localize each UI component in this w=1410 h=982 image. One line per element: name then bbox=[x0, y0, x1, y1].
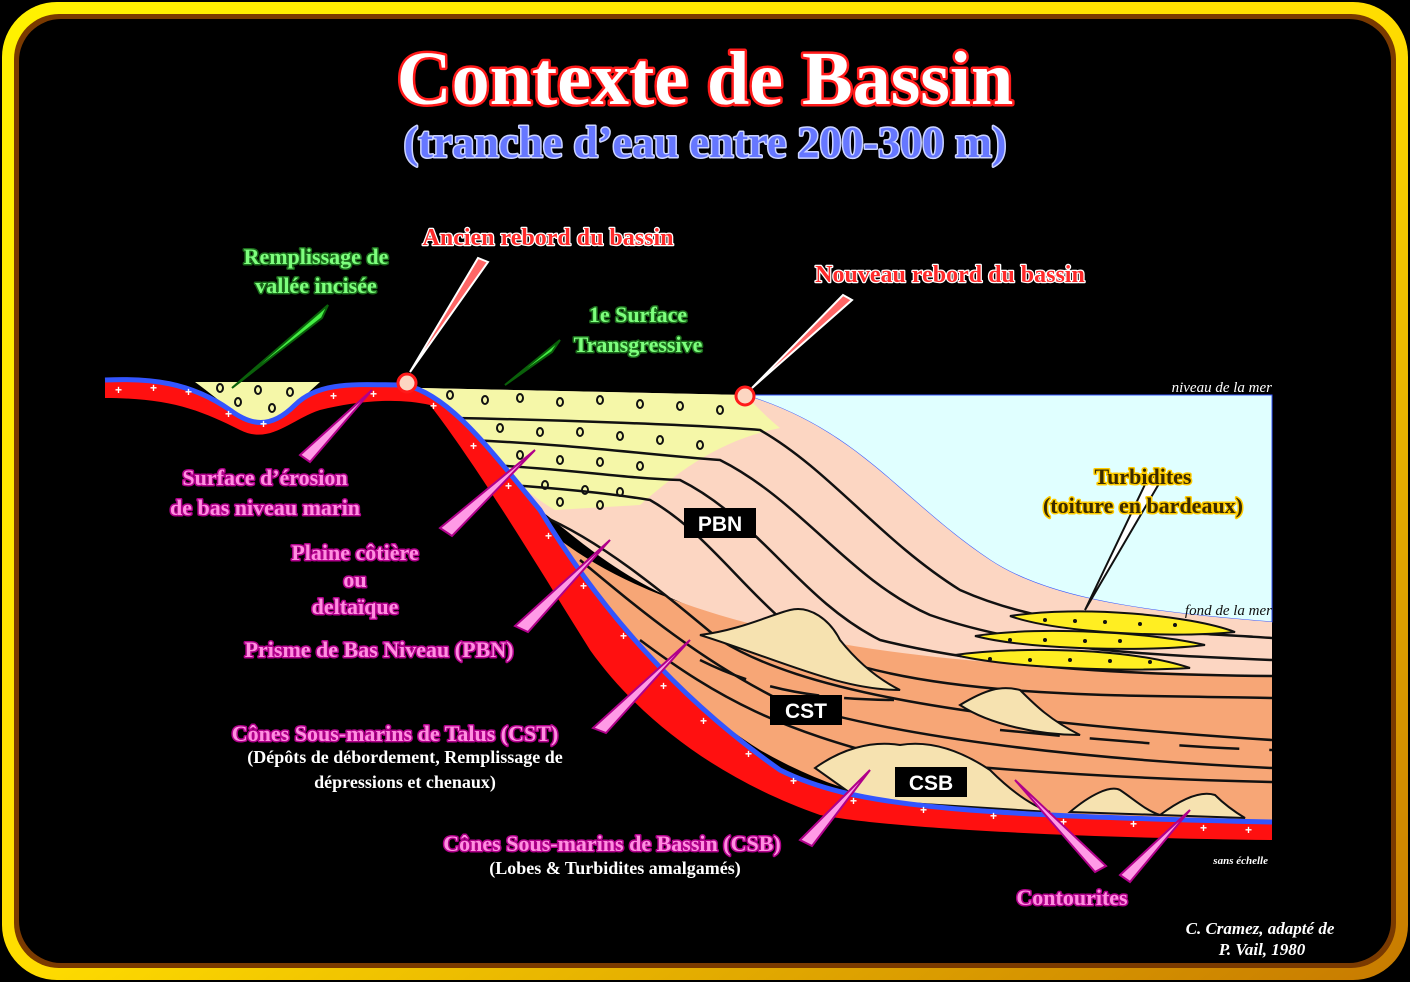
credit-line-1: C. Cramez, adapté de bbox=[1186, 919, 1335, 938]
arrow-pink-prisme bbox=[513, 539, 611, 634]
label-csb-2: (Lobes & Turbidites amalgamés) bbox=[489, 858, 741, 879]
arrow-green-transgressive bbox=[504, 339, 561, 386]
label-csb-1: Cônes Sous-marins de Bassin (CSB) bbox=[443, 831, 780, 856]
svg-text:CST: CST bbox=[785, 700, 827, 723]
label-cst-3: dépressions et chenaux) bbox=[314, 772, 496, 793]
svg-text:+: + bbox=[260, 417, 267, 431]
label-sans-echelle: sans échelle bbox=[1212, 855, 1268, 867]
turbidite-lenses bbox=[954, 610, 1236, 671]
label-box-csb: CSB bbox=[895, 767, 967, 797]
svg-text:+: + bbox=[225, 407, 232, 421]
old-shelf-edge-marker bbox=[396, 372, 418, 394]
label-remplissage-1: Remplissage de bbox=[244, 244, 389, 269]
pointer-arrows bbox=[231, 256, 1191, 884]
incised-valley-fill bbox=[195, 382, 320, 425]
svg-text:+: + bbox=[115, 383, 122, 397]
svg-text:+: + bbox=[185, 385, 192, 399]
label-cst-2: (Dépôts de débordement, Remplissage de bbox=[247, 747, 562, 768]
svg-text:+: + bbox=[790, 774, 797, 788]
credit-line-2: P. Vail, 1980 bbox=[1218, 940, 1306, 959]
arrow-pink-erosion bbox=[298, 389, 373, 464]
label-prisme: Prisme de Bas Niveau (PBN) bbox=[245, 637, 514, 662]
page-subtitle: (tranche d’eau entre 200-300 m) bbox=[404, 118, 1007, 167]
label-box-pbn: PBN bbox=[684, 508, 756, 538]
svg-text:+: + bbox=[505, 479, 512, 493]
slope-basin-fans-body bbox=[560, 540, 1272, 822]
label-remplissage-2: vallée incisée bbox=[255, 273, 377, 298]
label-plaine-2: ou bbox=[343, 567, 366, 592]
basement-crosses: + + + + + + + + + + + + + + + + + + + + + + + + bbox=[115, 381, 1252, 837]
label-erosion-2: de bas niveau marin bbox=[170, 495, 360, 520]
svg-text:+: + bbox=[370, 387, 377, 401]
arrow-pink-csb bbox=[798, 769, 871, 848]
svg-text:+: + bbox=[1200, 821, 1207, 835]
label-turbidites-1: Turbidites bbox=[1094, 464, 1191, 489]
label-contourites: Contourites bbox=[1016, 885, 1128, 910]
label-nouveau-rebord: Nouveau rebord du bassin bbox=[815, 262, 1085, 288]
arrow-pink-contourite-2 bbox=[1118, 809, 1191, 884]
label-cst-1: Cônes Sous-marins de Talus (CST) bbox=[232, 721, 558, 746]
svg-text:+: + bbox=[620, 629, 627, 643]
label-box-cst: CST bbox=[770, 695, 842, 725]
svg-text:+: + bbox=[1130, 817, 1137, 831]
svg-text:+: + bbox=[1245, 823, 1252, 837]
sand-pebbles bbox=[216, 383, 724, 510]
svg-text:+: + bbox=[745, 747, 752, 761]
arrow-white-turbidites bbox=[1084, 472, 1162, 611]
label-erosion-1: Surface d’érosion bbox=[182, 465, 347, 490]
svg-text:+: + bbox=[660, 679, 667, 693]
svg-text:CSB: CSB bbox=[909, 772, 953, 795]
svg-text:+: + bbox=[430, 399, 437, 413]
label-fond-mer: fond de la mer bbox=[1185, 603, 1272, 619]
svg-text:+: + bbox=[920, 803, 927, 817]
page-title: Contexte de Bassin bbox=[397, 37, 1013, 121]
label-plaine-3: deltaïque bbox=[312, 594, 399, 619]
svg-text:+: + bbox=[150, 381, 157, 395]
arrow-red-new-edge bbox=[751, 293, 854, 389]
svg-text:+: + bbox=[850, 794, 857, 808]
svg-text:+: + bbox=[580, 579, 587, 593]
svg-text:+: + bbox=[990, 809, 997, 823]
svg-text:+: + bbox=[330, 389, 337, 403]
label-surface-2: Transgressive bbox=[574, 332, 703, 357]
label-turbidites-2: (toiture en bardeaux) bbox=[1043, 493, 1243, 518]
new-shelf-edge-marker bbox=[734, 385, 756, 407]
label-surface-1: 1e Surface bbox=[589, 302, 688, 327]
arrow-pink-plaine bbox=[438, 449, 536, 538]
arrow-pink-contourite-1 bbox=[1014, 779, 1108, 874]
svg-text:+: + bbox=[1060, 815, 1067, 829]
svg-text:+: + bbox=[470, 439, 477, 453]
label-ancien-rebord: Ancien rebord du bassin bbox=[423, 225, 674, 251]
svg-text:+: + bbox=[700, 714, 707, 728]
arrow-pink-cst bbox=[591, 639, 691, 735]
turbidite-dots bbox=[988, 618, 1177, 664]
svg-text:PBN: PBN bbox=[698, 513, 742, 536]
arrow-green-valley bbox=[231, 304, 329, 389]
svg-text:+: + bbox=[545, 529, 552, 543]
label-niveau-mer: niveau de la mer bbox=[1172, 380, 1273, 396]
label-plaine-1: Plaine côtière bbox=[291, 540, 418, 565]
arrow-red-old-edge bbox=[409, 256, 490, 373]
